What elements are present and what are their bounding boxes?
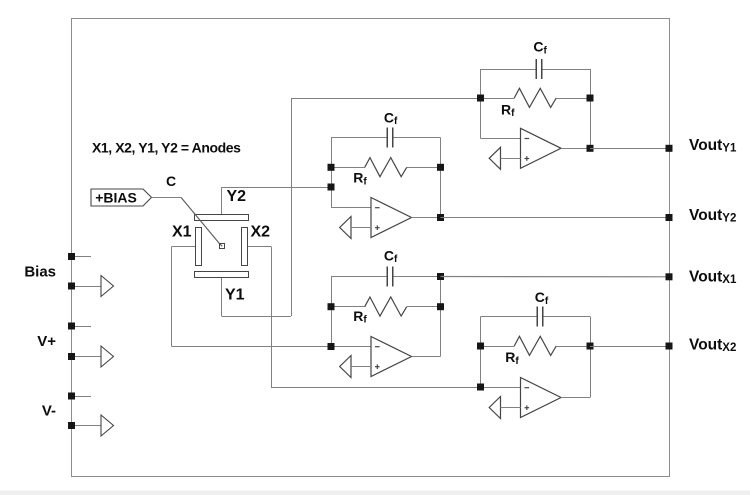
- svg-text:Y2: Y2: [227, 188, 247, 205]
- svg-text:C: C: [166, 173, 176, 189]
- svg-text:X2: X2: [251, 224, 271, 241]
- svg-text:Bias: Bias: [24, 264, 56, 281]
- svg-text:+BIAS: +BIAS: [95, 190, 137, 206]
- svg-text:X1: X1: [172, 224, 192, 241]
- svg-text:V-: V-: [42, 403, 56, 420]
- svg-text:Y1: Y1: [225, 287, 245, 304]
- svg-text:V+: V+: [37, 333, 56, 350]
- svg-text:X1, X2, Y1, Y2 = Anodes: X1, X2, Y1, Y2 = Anodes: [92, 139, 241, 155]
